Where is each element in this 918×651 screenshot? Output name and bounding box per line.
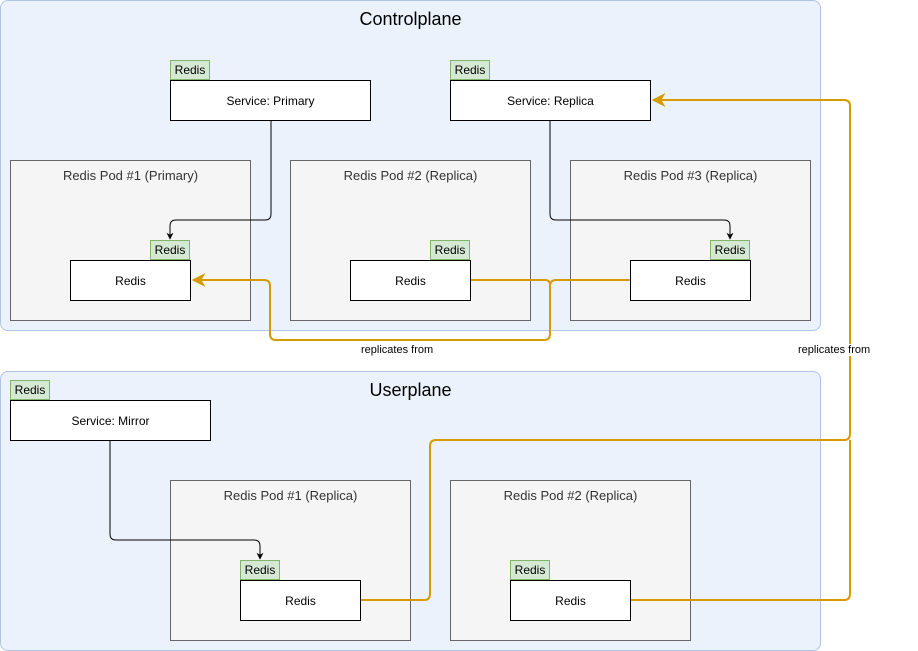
edge-pod2-replicates-from-primary [191,273,551,341]
controlplane-title: Controlplane [359,9,462,29]
edge-userplane-pod1-replicates-from-replica [360,93,851,601]
redis-tag: Redis [710,240,750,260]
edge-service-primary-to-pod1 [166,120,272,240]
redis-container-box[interactable]: Redis [240,580,361,621]
replicates-from-label: replicates from [361,344,434,356]
edge-service-mirror-to-userplane-pod1 [109,440,264,560]
service-mirror-box[interactable]: Service: Mirror [10,400,211,441]
pod-title: Redis Pod #1 (Primary) [62,168,199,183]
redis-tag: Redis [450,60,490,80]
pod-title: Redis Pod #3 (Replica) [623,168,758,183]
redis-tag: Redis [170,60,210,80]
redis-container-box[interactable]: Redis [70,260,191,301]
redis-tag: Redis [430,240,470,260]
redis-container-box[interactable]: Redis [350,260,471,301]
edge-service-replica-to-pod3 [549,120,734,240]
redis-container-box[interactable]: Redis [630,260,751,301]
service-replica-box[interactable]: Service: Replica [450,80,651,121]
edge-pod3-replicates-from-primary [549,279,630,287]
pod-title: Redis Pod #2 (Replica) [503,488,638,503]
replicates-from-label: replicates from [798,344,871,356]
userplane-title: Userplane [369,380,452,400]
redis-tag: Redis [510,560,550,580]
service-primary-box[interactable]: Service: Primary [170,80,371,121]
edge-userplane-pod2-replicates-from-replica [630,440,851,601]
pod-title: Redis Pod #1 (Replica) [223,488,358,503]
redis-container-box[interactable]: Redis [510,580,631,621]
redis-tag: Redis [150,240,190,260]
pod-title: Redis Pod #2 (Replica) [343,168,478,183]
redis-tag: Redis [10,380,50,400]
redis-tag: Redis [240,560,280,580]
controlplane-pod-3[interactable]: Redis Pod #3 (Replica) [570,160,811,321]
